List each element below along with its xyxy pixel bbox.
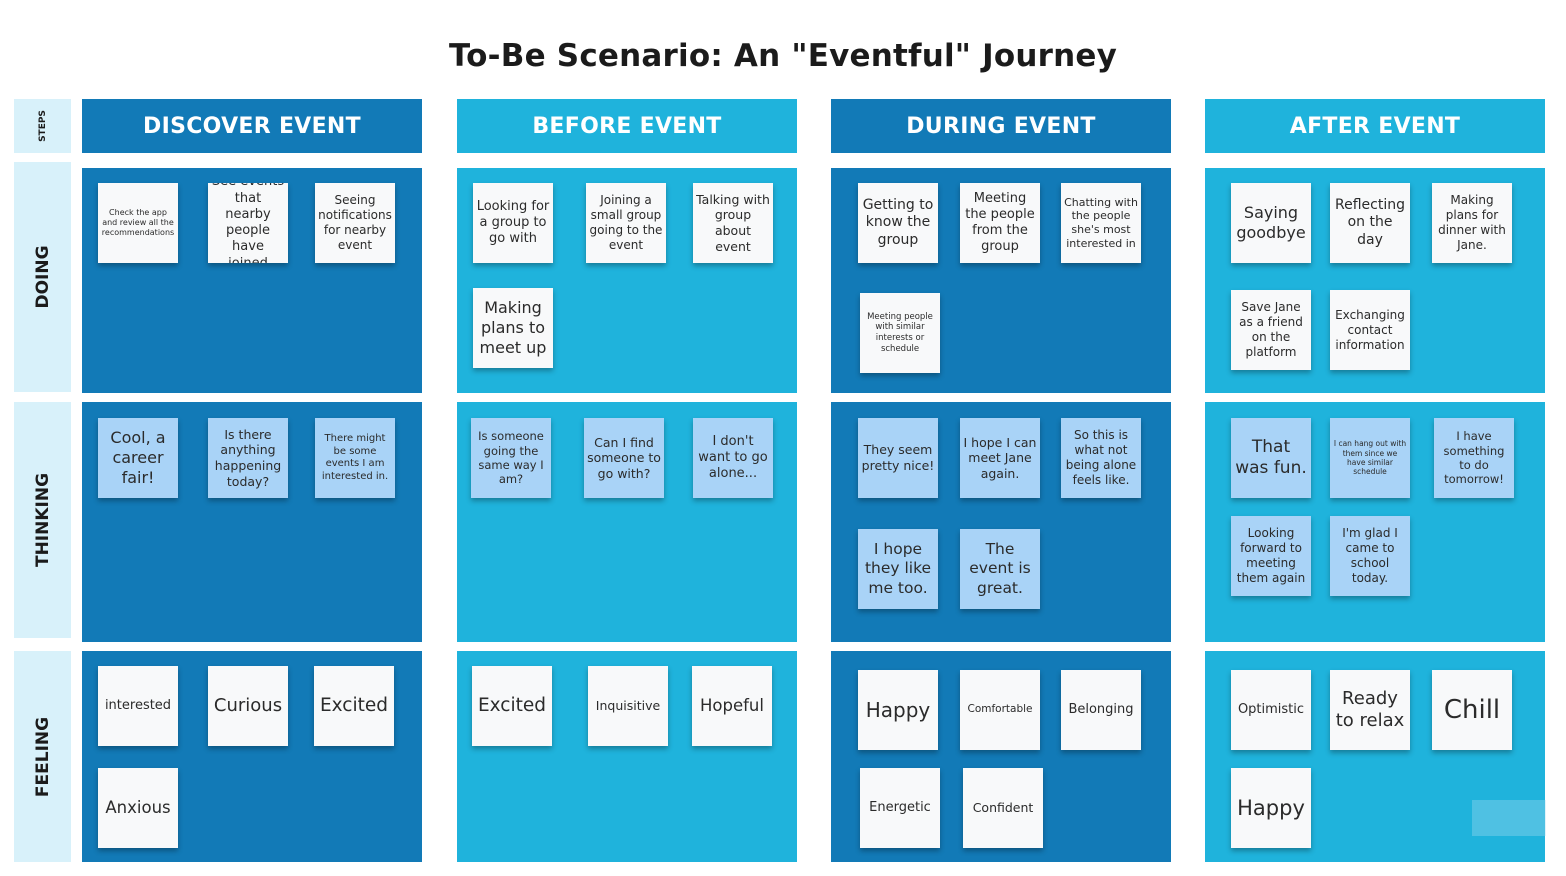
sticky-note[interactable]: Comfortable: [960, 670, 1040, 750]
row-label-text: DOING: [32, 245, 53, 309]
sticky-note[interactable]: Curious: [208, 666, 288, 746]
sticky-note[interactable]: Cool, a career fair!: [98, 418, 178, 498]
row-label-text: THINKING: [32, 472, 53, 568]
sticky-note[interactable]: They seem pretty nice!: [858, 418, 938, 498]
sticky-note[interactable]: Excited: [472, 666, 552, 746]
sticky-note[interactable]: See events that nearby people have joine…: [208, 183, 288, 263]
sticky-note[interactable]: That was fun.: [1231, 418, 1311, 498]
sticky-note[interactable]: Chill: [1432, 670, 1512, 750]
sticky-note[interactable]: Is someone going the same way I am?: [471, 418, 551, 498]
sticky-note[interactable]: I have something to do tomorrow!: [1434, 418, 1514, 498]
sticky-note[interactable]: interested: [98, 666, 178, 746]
sticky-note[interactable]: Meeting the people from the group: [960, 183, 1040, 263]
sticky-note[interactable]: Looking forward to meeting them again: [1231, 516, 1311, 596]
sticky-note[interactable]: Save Jane as a friend on the platform: [1231, 290, 1311, 370]
sticky-note[interactable]: Happy: [1231, 768, 1311, 848]
sticky-note[interactable]: Making plans for dinner with Jane.: [1432, 183, 1512, 263]
row-label-doing: DOING: [14, 162, 71, 392]
sticky-note[interactable]: Excited: [314, 666, 394, 746]
sticky-note[interactable]: Meeting people with similar interests or…: [860, 293, 940, 373]
column-header-during-event: DURING EVENT: [831, 99, 1171, 153]
sticky-note[interactable]: Talking with group about event: [693, 183, 773, 263]
sticky-note[interactable]: Ready to relax: [1330, 670, 1410, 750]
sticky-note[interactable]: Check the app and review all the recomme…: [98, 183, 178, 263]
sticky-note[interactable]: Hopeful: [692, 666, 772, 746]
sticky-note[interactable]: Energetic: [860, 768, 940, 848]
row-label-thinking: THINKING: [14, 402, 71, 638]
sticky-note[interactable]: Anxious: [98, 768, 178, 848]
sticky-note[interactable]: Joining a small group going to the event: [586, 183, 666, 263]
row-label-feeling: FEELING: [14, 651, 71, 862]
row-label-steps: STEPS: [14, 99, 71, 153]
column-header-before-event: BEFORE EVENT: [457, 99, 797, 153]
column-header-discover-event: DISCOVER EVENT: [82, 99, 422, 153]
sticky-note[interactable]: I can hang out with them since we have s…: [1330, 418, 1410, 498]
sticky-note[interactable]: I'm glad I came to school today.: [1330, 516, 1410, 596]
sticky-note[interactable]: Reflecting on the day: [1330, 183, 1410, 263]
column-header-after-event: AFTER EVENT: [1205, 99, 1545, 153]
row-label-text: STEPS: [37, 110, 48, 142]
sticky-note[interactable]: Inquisitive: [588, 666, 668, 746]
sticky-note[interactable]: Can I find someone to go with?: [584, 418, 664, 498]
sticky-note[interactable]: Looking for a group to go with: [473, 183, 553, 263]
row-label-text: FEELING: [32, 716, 53, 797]
page-title: To-Be Scenario: An "Eventful" Journey: [448, 38, 1118, 74]
sticky-note[interactable]: Belonging: [1061, 670, 1141, 750]
watermark-badge: [1472, 800, 1546, 836]
sticky-note[interactable]: Saying goodbye: [1231, 183, 1311, 263]
sticky-note[interactable]: Seeing notifications for nearby event: [315, 183, 395, 263]
sticky-note[interactable]: Exchanging contact information: [1330, 290, 1410, 370]
sticky-note[interactable]: Getting to know the group: [858, 183, 938, 263]
sticky-note[interactable]: I don't want to go alone...: [693, 418, 773, 498]
sticky-note[interactable]: Making plans to meet up: [473, 288, 553, 368]
sticky-note[interactable]: Chatting with the people she's most inte…: [1061, 183, 1141, 263]
sticky-note[interactable]: The event is great.: [960, 529, 1040, 609]
sticky-note[interactable]: There might be some events I am interest…: [315, 418, 395, 498]
sticky-note[interactable]: Confident: [963, 768, 1043, 848]
sticky-note[interactable]: Happy: [858, 670, 938, 750]
sticky-note[interactable]: Optimistic: [1231, 670, 1311, 750]
sticky-note[interactable]: So this is what not being alone feels li…: [1061, 418, 1141, 498]
sticky-note[interactable]: I hope they like me too.: [858, 529, 938, 609]
sticky-note[interactable]: Is there anything happening today?: [208, 418, 288, 498]
sticky-note[interactable]: I hope I can meet Jane again.: [960, 418, 1040, 498]
